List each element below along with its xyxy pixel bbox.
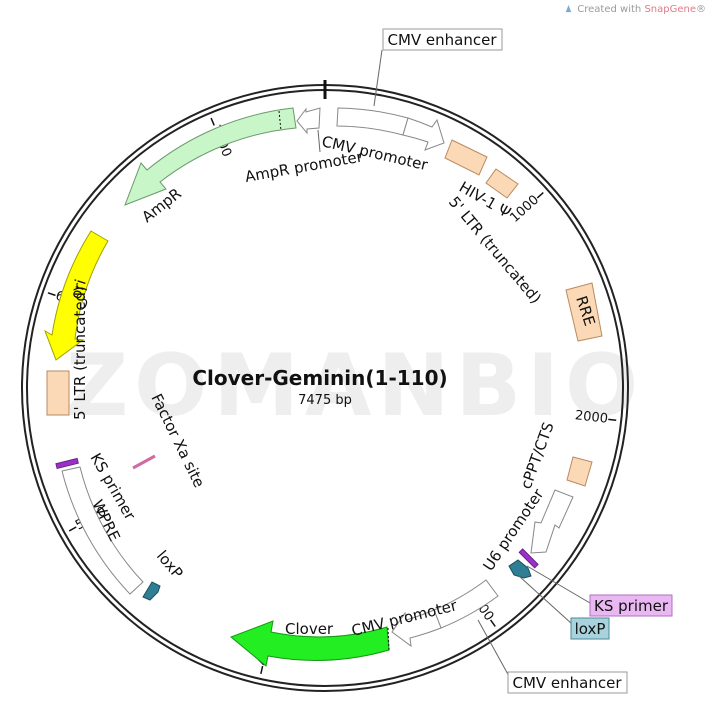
feature-ampr[interactable] xyxy=(124,107,297,206)
feature-u6-promoter[interactable] xyxy=(530,489,574,554)
callout-cmv-enhancer-bottom-text: CMV enhancer xyxy=(512,674,622,692)
feature-ori[interactable] xyxy=(44,230,109,361)
tick-mark-1000 xyxy=(536,191,544,199)
tick-mark-6000 xyxy=(47,292,56,297)
feature-cmv-promoter-2[interactable] xyxy=(391,609,442,648)
tick-mark-4000 xyxy=(260,665,264,675)
feature-factor-xa-site[interactable] xyxy=(132,454,156,470)
ampr-end-dashes xyxy=(278,110,282,132)
feature-5ltr-truncated-2[interactable] xyxy=(46,370,70,416)
feature-clover[interactable] xyxy=(230,620,390,667)
tick-mark-5000 xyxy=(68,526,77,532)
callout-ks-primer[interactable]: KS primer xyxy=(589,594,673,617)
plasmid-size: 7475 bp xyxy=(298,393,352,408)
snapgene-logo-icon xyxy=(566,4,572,13)
feature-cmv-enhancer-1[interactable] xyxy=(336,107,409,136)
label-5ltr-truncated-2: 5' LTR (truncated) xyxy=(71,286,89,420)
watermark-text: ZOMANBIO xyxy=(66,336,644,436)
label-clover: Clover xyxy=(285,620,334,638)
feature-wpre[interactable] xyxy=(61,466,144,595)
feature-ampr-promoter[interactable] xyxy=(296,107,321,135)
callout-cmv-enhancer-top-text: CMV enhancer xyxy=(387,31,497,49)
callout-cmv-enhancer-bottom[interactable]: CMV enhancer xyxy=(507,671,628,694)
feature-hiv1-psi[interactable] xyxy=(444,139,488,176)
callout-ks-primer-text: KS primer xyxy=(594,597,669,615)
leader-cmv-enhancer-2 xyxy=(477,619,511,679)
tick-mark-2000 xyxy=(608,418,617,422)
tick-mark-7000 xyxy=(210,117,215,126)
plasmid-name: Clover-Geminin(1-110) xyxy=(192,366,447,390)
feature-cmv-promoter-1[interactable] xyxy=(402,117,445,151)
feature-rre[interactable] xyxy=(565,282,603,342)
feature-loxp-1[interactable] xyxy=(508,559,532,579)
callout-loxp[interactable]: loxP xyxy=(570,617,610,640)
label-ampr-promoter: AmpR promoter xyxy=(244,147,365,186)
callout-loxp-text: loxP xyxy=(575,620,606,638)
feature-cppt-cts[interactable] xyxy=(566,456,593,487)
tick-label-2000: 2000 xyxy=(574,408,609,427)
feature-5ltr-truncated-1[interactable] xyxy=(485,168,519,199)
credit-brand: SnapGene xyxy=(644,4,696,15)
credit-prefix: Created with xyxy=(577,4,645,15)
tick-label-1000: 1000 xyxy=(507,193,542,226)
tick-mark-3000 xyxy=(489,619,496,627)
label-loxp-left: loxP xyxy=(153,547,187,582)
leader-loxp xyxy=(518,575,573,625)
snapgene-credit: Created with SnapGene® xyxy=(564,4,706,15)
leader-ks-primer xyxy=(526,565,591,604)
leader-ampr-promoter xyxy=(317,129,321,153)
label-ori: ori xyxy=(67,277,90,301)
feature-ks-primer-1[interactable] xyxy=(518,548,539,569)
leader-cmv-enhancer-1 xyxy=(373,49,383,107)
callout-cmv-enhancer-top[interactable]: CMV enhancer xyxy=(382,28,503,51)
credit-suffix: ® xyxy=(696,4,706,15)
feature-ks-primer-2[interactable] xyxy=(55,457,79,470)
feature-loxp-2[interactable] xyxy=(142,581,161,601)
